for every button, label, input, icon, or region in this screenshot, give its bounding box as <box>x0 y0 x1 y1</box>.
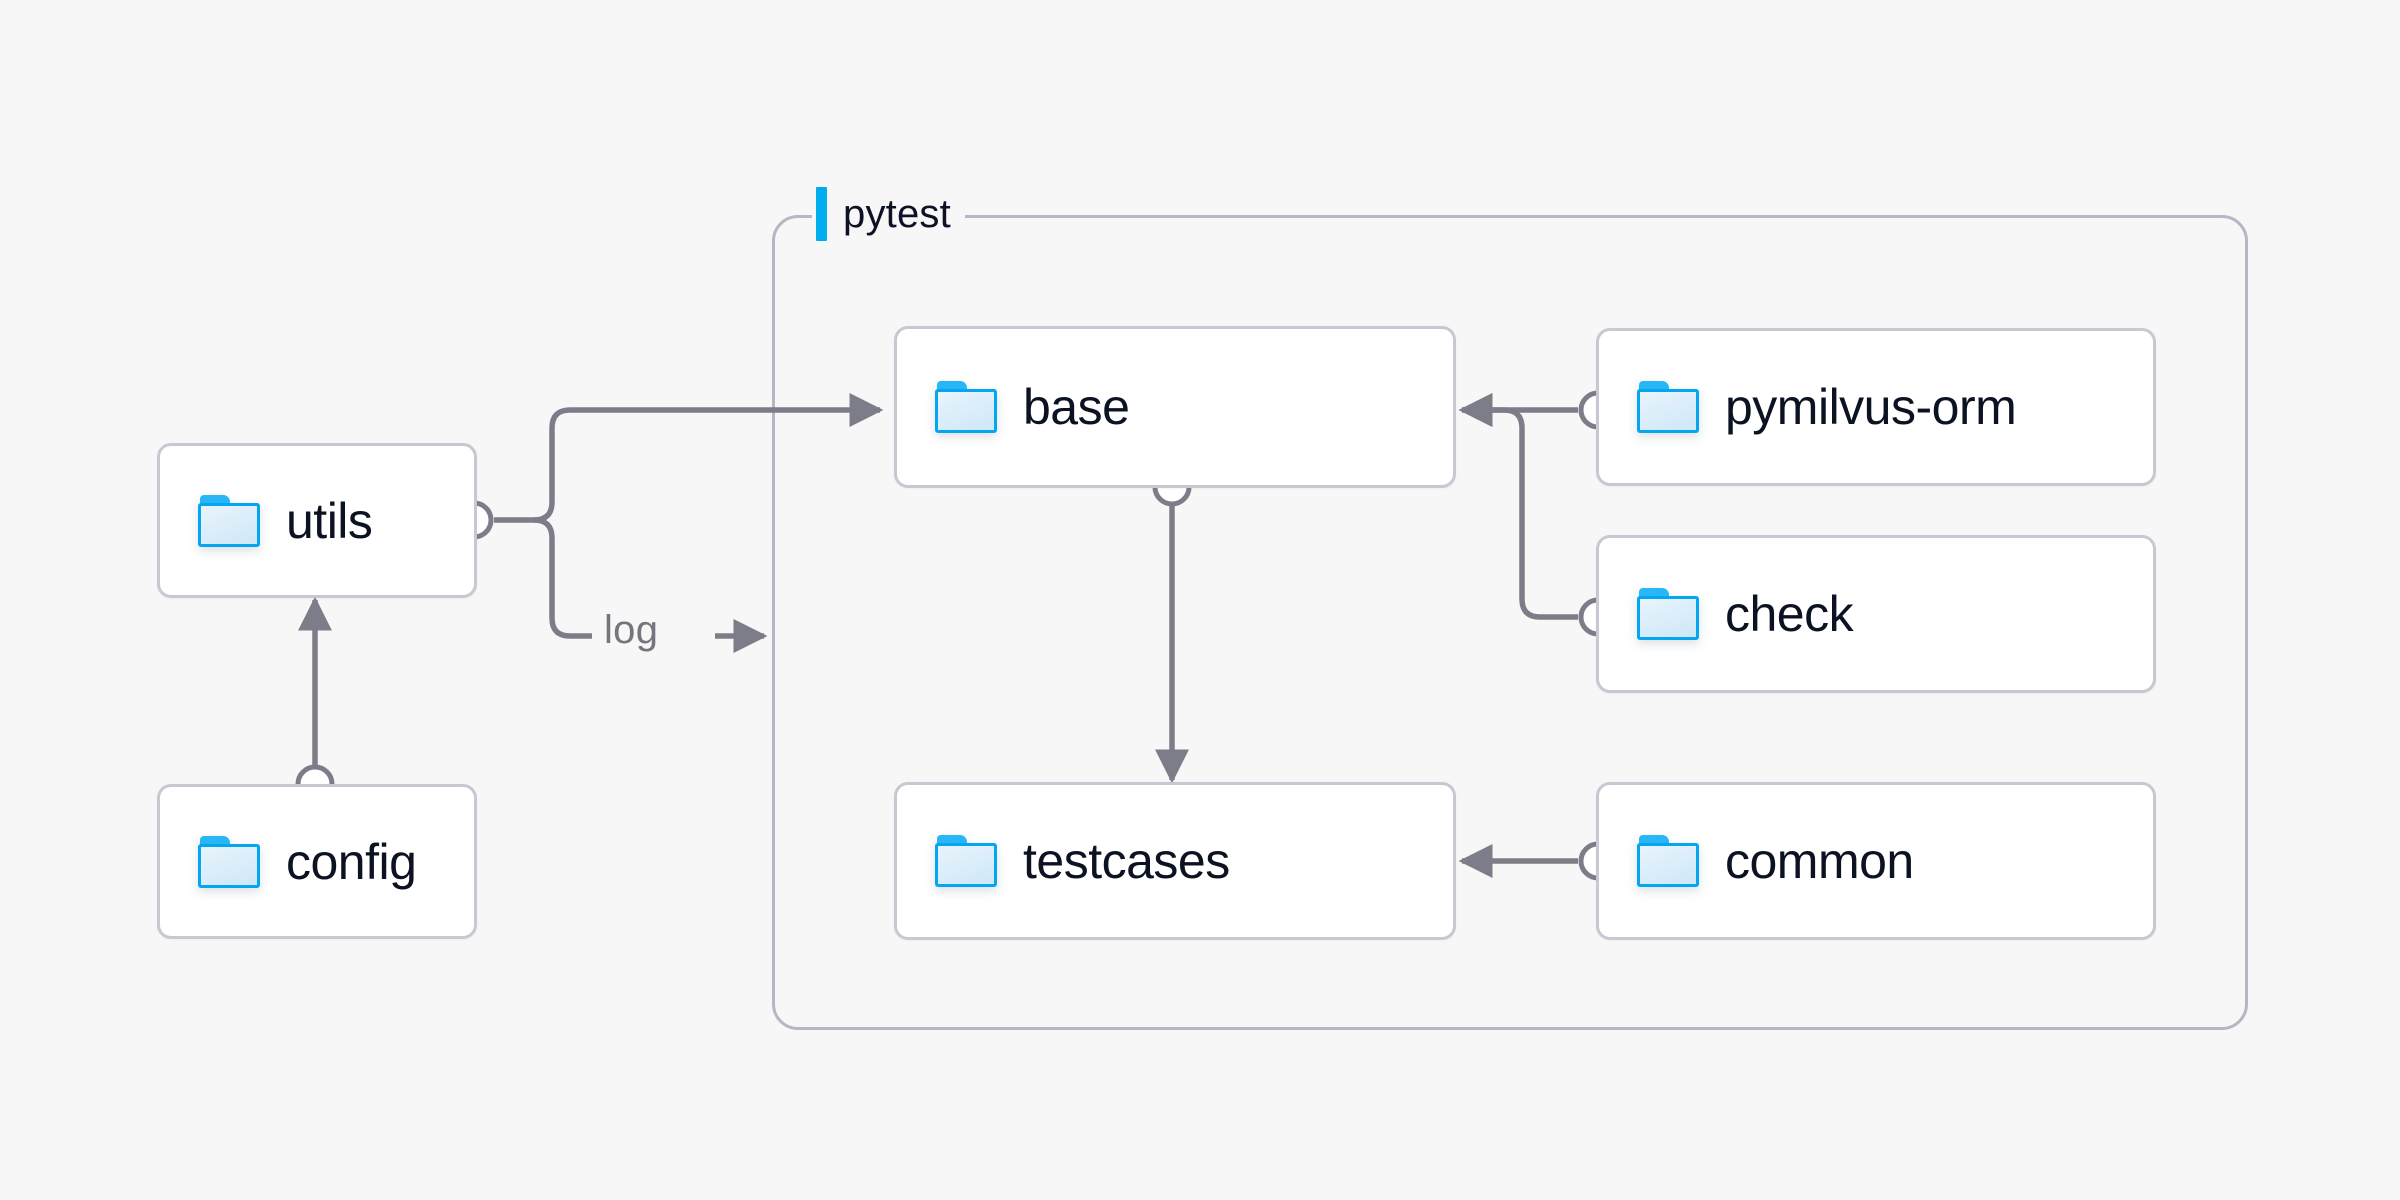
node-base[interactable]: base <box>894 326 1456 488</box>
folder-icon <box>935 381 997 433</box>
node-label-base: base <box>1023 379 1130 435</box>
folder-icon <box>198 494 260 547</box>
node-check[interactable]: check <box>1596 535 2156 693</box>
node-common[interactable]: common <box>1596 782 2156 940</box>
node-label-check: check <box>1725 586 1854 642</box>
folder-icon <box>1637 588 1699 640</box>
node-label-config: config <box>286 833 417 890</box>
group-accent-bar-icon <box>816 187 827 241</box>
folder-icon <box>935 835 997 887</box>
node-label-testcases: testcases <box>1023 833 1230 889</box>
group-label-text: pytest <box>843 191 951 236</box>
node-config[interactable]: config <box>157 784 477 939</box>
group-container-pytest[interactable] <box>772 215 2248 1030</box>
edge-utils-log <box>533 517 592 639</box>
folder-icon <box>1637 835 1699 887</box>
node-testcases[interactable]: testcases <box>894 782 1456 940</box>
folder-icon <box>198 835 260 888</box>
node-label-utils: utils <box>286 492 373 549</box>
node-pymilvus-orm[interactable]: pymilvus-orm <box>1596 328 2156 486</box>
folder-icon <box>1637 381 1699 433</box>
node-label-common: common <box>1725 833 1914 889</box>
edge-label-log: log <box>604 608 659 652</box>
node-label-pymilvus-orm: pymilvus-orm <box>1725 379 2017 435</box>
group-label-pytest: pytest <box>812 186 965 242</box>
node-utils[interactable]: utils <box>157 443 477 598</box>
